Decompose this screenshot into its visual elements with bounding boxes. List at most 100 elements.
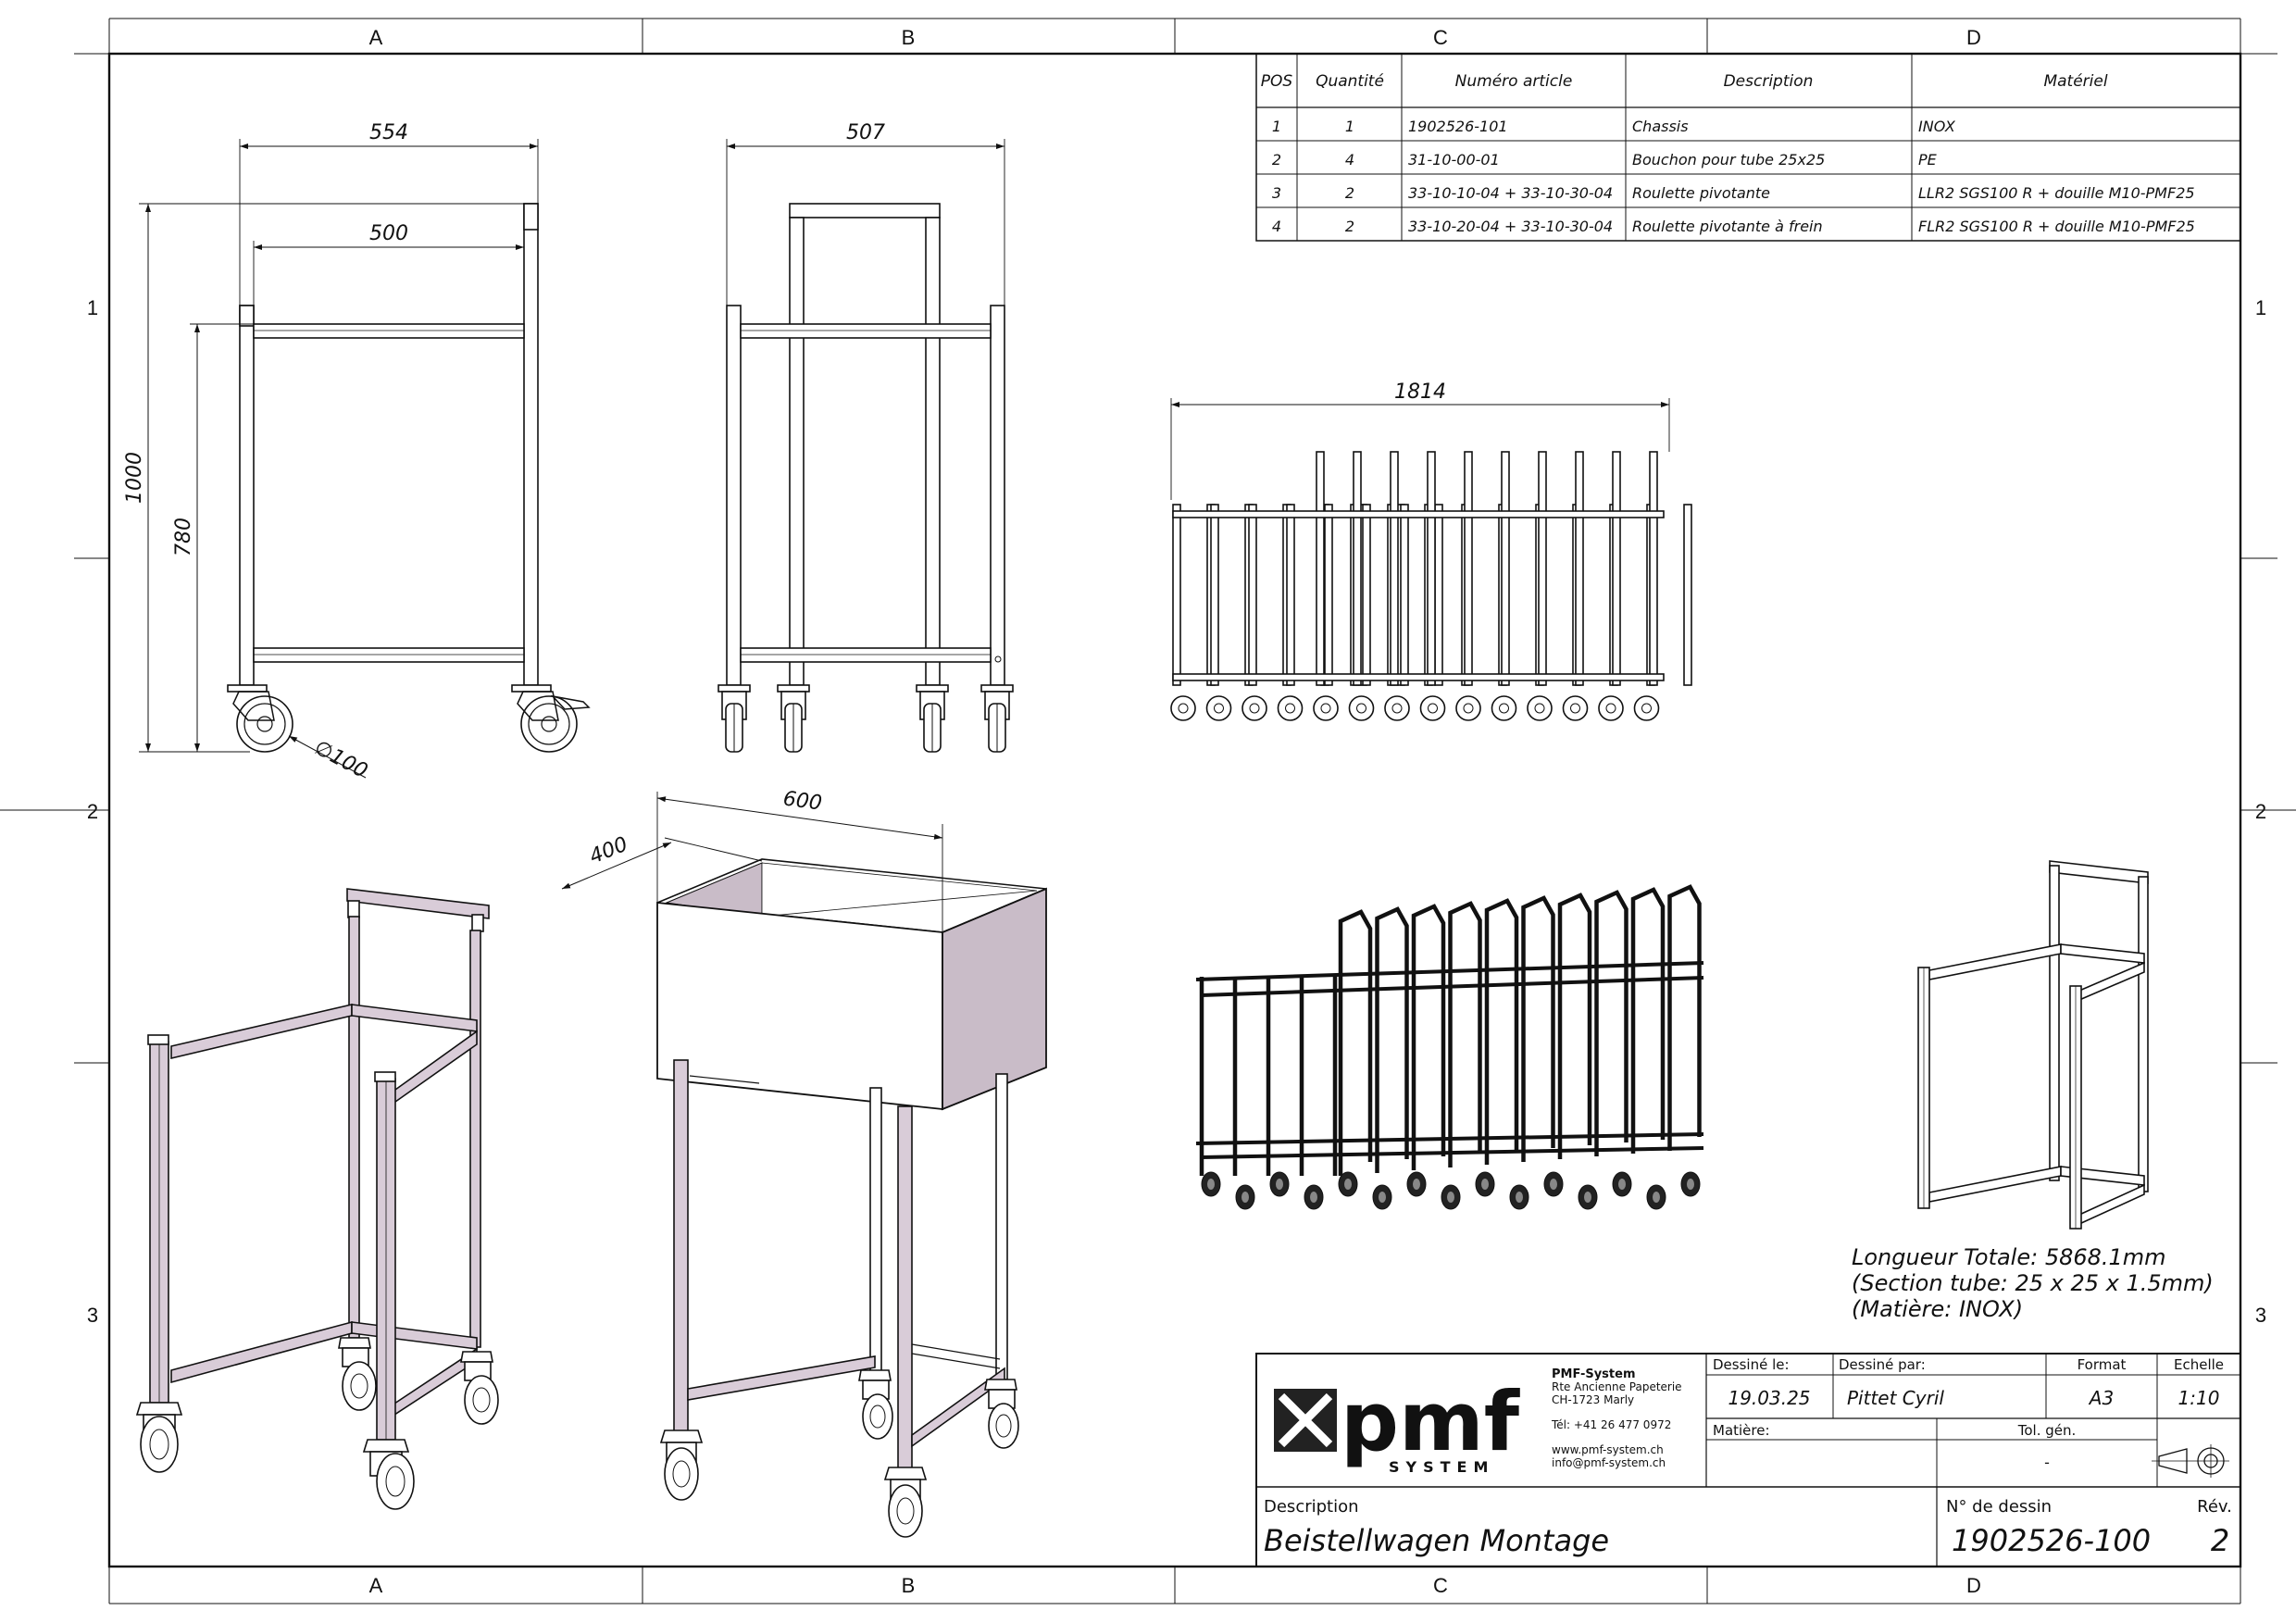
iso-stacked-hub bbox=[1618, 1179, 1626, 1190]
stacked-cart-wheel bbox=[1491, 695, 1517, 721]
iso-stacked-handle bbox=[1411, 904, 1446, 1156]
stacked-cart-hub bbox=[1285, 703, 1295, 714]
stacked-cart-wheel bbox=[1527, 695, 1553, 721]
zone-col-d-bottom: D bbox=[1966, 1574, 1981, 1597]
iso-stacked-hub bbox=[1310, 1192, 1317, 1203]
iso-stacked-handle bbox=[1630, 887, 1666, 1140]
material-notes: Longueur Totale: 5868.1mm (Section tube:… bbox=[1852, 1244, 2214, 1322]
bom-table: POS Quantité Numéro article Description … bbox=[1255, 53, 2241, 242]
iso-stacked-carts-view bbox=[1195, 884, 1704, 1210]
stacked-cart-handle bbox=[1612, 451, 1621, 686]
projection-symbol-icon bbox=[2152, 1444, 2229, 1478]
stacked-cart-hub bbox=[1214, 703, 1224, 714]
stacked-cart-post bbox=[1210, 504, 1219, 686]
dim-box-length: 600 bbox=[781, 787, 823, 815]
stacked-cart-hub bbox=[1499, 703, 1509, 714]
iso-stacked-rail bbox=[1195, 961, 1704, 981]
bom-cell-material: LLR2 SGS100 R + douille M10-PMF25 bbox=[1918, 184, 2195, 202]
stacked-cart-post bbox=[1248, 504, 1257, 686]
scale-value: 1:10 bbox=[2178, 1387, 2220, 1409]
bom-cell-pos: 3 bbox=[1272, 184, 1281, 202]
bom-cell-material: PE bbox=[1918, 151, 1938, 169]
bom-row: 1 1 1902526-101 Chassis INOX bbox=[1272, 118, 1956, 135]
bom-cell-description: Roulette pivotante à frein bbox=[1632, 218, 1823, 235]
drawing-number-value: 1902526-100 bbox=[1952, 1523, 2151, 1558]
tolerance-label: Tol. gén. bbox=[2017, 1422, 2077, 1439]
stacked-cart-handle bbox=[1538, 451, 1547, 686]
stacked-cart-hub bbox=[1320, 703, 1331, 714]
iso-stacked-handle bbox=[1594, 890, 1628, 1142]
format-label: Format bbox=[2078, 1356, 2127, 1373]
dim-front-width-outer: 554 bbox=[369, 121, 408, 144]
stacked-cart-hub bbox=[1570, 703, 1580, 714]
dim-front-width-inner: 500 bbox=[369, 222, 408, 245]
front-view: 554 500 1000 780 ∅100 bbox=[123, 121, 591, 783]
drawing-number-label: N° de dessin bbox=[1946, 1497, 2052, 1517]
dim-height-shelf: 780 bbox=[172, 518, 195, 556]
iso-stacked-hub bbox=[1687, 1179, 1694, 1190]
zone-col-c-top: C bbox=[1433, 26, 1448, 49]
stacked-cart-shelf bbox=[1172, 673, 1665, 681]
bom-cell-quantity: 2 bbox=[1345, 218, 1354, 235]
iso-stacked-hub bbox=[1344, 1179, 1352, 1190]
iso-stacked-hub bbox=[1481, 1179, 1489, 1190]
stacked-cart-hub bbox=[1391, 703, 1403, 714]
stacked-cart-handle bbox=[1353, 451, 1362, 686]
bom-cell-article: 33-10-10-04 + 33-10-30-04 bbox=[1408, 184, 1613, 202]
iso-cart-view bbox=[135, 888, 499, 1510]
zone-row-2-left: 2 bbox=[87, 800, 98, 823]
stacked-cart-hub bbox=[1428, 703, 1438, 714]
zone-col-d-top: D bbox=[1966, 26, 1981, 49]
stacked-cart-wheel bbox=[1205, 695, 1232, 721]
stacked-cart-wheel bbox=[1419, 695, 1446, 721]
iso-stacked-handle bbox=[1484, 898, 1519, 1151]
iso-stacked-handle bbox=[1375, 906, 1409, 1159]
bom-cell-article: 33-10-20-04 + 33-10-30-04 bbox=[1408, 218, 1613, 235]
zone-col-a-bottom: A bbox=[369, 1574, 383, 1597]
tolerance-value: - bbox=[2044, 1454, 2050, 1471]
stacked-cart-wheel bbox=[1348, 695, 1375, 721]
iso-box-cart-view: 600 400 bbox=[561, 787, 1047, 1538]
logo-text: pmf bbox=[1341, 1374, 1521, 1469]
material-label: Matière: bbox=[1713, 1422, 1770, 1439]
stacked-carts-view bbox=[1170, 451, 1692, 721]
stacked-cart-handle bbox=[1649, 451, 1658, 686]
stacked-cart-handle bbox=[1501, 451, 1510, 686]
stacked-cart-wheel bbox=[1455, 695, 1481, 721]
stacked-cart-post bbox=[1362, 504, 1371, 686]
stacked-cart-wheel bbox=[1170, 695, 1196, 721]
stacked-cart-hub bbox=[1356, 703, 1366, 714]
zone-row-2-right: 2 bbox=[2255, 800, 2266, 823]
drawing-frame bbox=[0, 18, 2296, 1604]
iso-stacked-hub bbox=[1413, 1179, 1420, 1190]
iso-stacked-hub bbox=[1242, 1192, 1249, 1203]
revision-label: Rév. bbox=[2197, 1497, 2232, 1517]
note-tube-section: (Section tube: 25 x 25 x 1.5mm) bbox=[1852, 1270, 2214, 1296]
iso-stacked-hub bbox=[1516, 1192, 1523, 1203]
dim-stack-length: 1814 bbox=[1394, 381, 1446, 404]
bom-header-description: Description bbox=[1724, 72, 1814, 91]
stacked-cart-hub bbox=[1249, 703, 1260, 714]
iso-stacked-handle bbox=[1448, 901, 1482, 1154]
logo-subtext: SYSTEM bbox=[1389, 1458, 1494, 1476]
zone-labels: A B C D A B C D 1 2 3 1 2 3 bbox=[87, 26, 2266, 1597]
stacked-cart-wheel bbox=[1598, 695, 1624, 721]
iso-stacked-hub bbox=[1653, 1192, 1660, 1203]
iso-stacked-hub bbox=[1447, 1192, 1454, 1203]
bom-cell-description: Chassis bbox=[1632, 118, 1689, 135]
zone-row-1-left: 1 bbox=[87, 296, 98, 319]
iso-stacked-rail bbox=[1201, 1146, 1704, 1159]
dim-box-depth: 400 bbox=[586, 833, 630, 869]
iso-stacked-hub bbox=[1207, 1179, 1215, 1190]
bom-cell-pos: 2 bbox=[1272, 151, 1281, 169]
bom-row: 2 4 31-10-00-01 Bouchon pour tube 25x25 … bbox=[1272, 151, 1938, 169]
bom-cell-quantity: 1 bbox=[1345, 118, 1354, 135]
stacked-cart-post bbox=[1683, 504, 1692, 686]
company-address-line2: CH-1723 Marly bbox=[1552, 1393, 1634, 1406]
bom-cell-article: 1902526-101 bbox=[1408, 118, 1508, 135]
stack-dimension: 1814 bbox=[1170, 381, 1670, 500]
zone-col-b-top: B bbox=[902, 26, 916, 49]
stacked-cart-hub bbox=[1463, 703, 1474, 714]
stacked-cart-wheel bbox=[1633, 695, 1660, 721]
revision-value: 2 bbox=[2211, 1523, 2229, 1558]
